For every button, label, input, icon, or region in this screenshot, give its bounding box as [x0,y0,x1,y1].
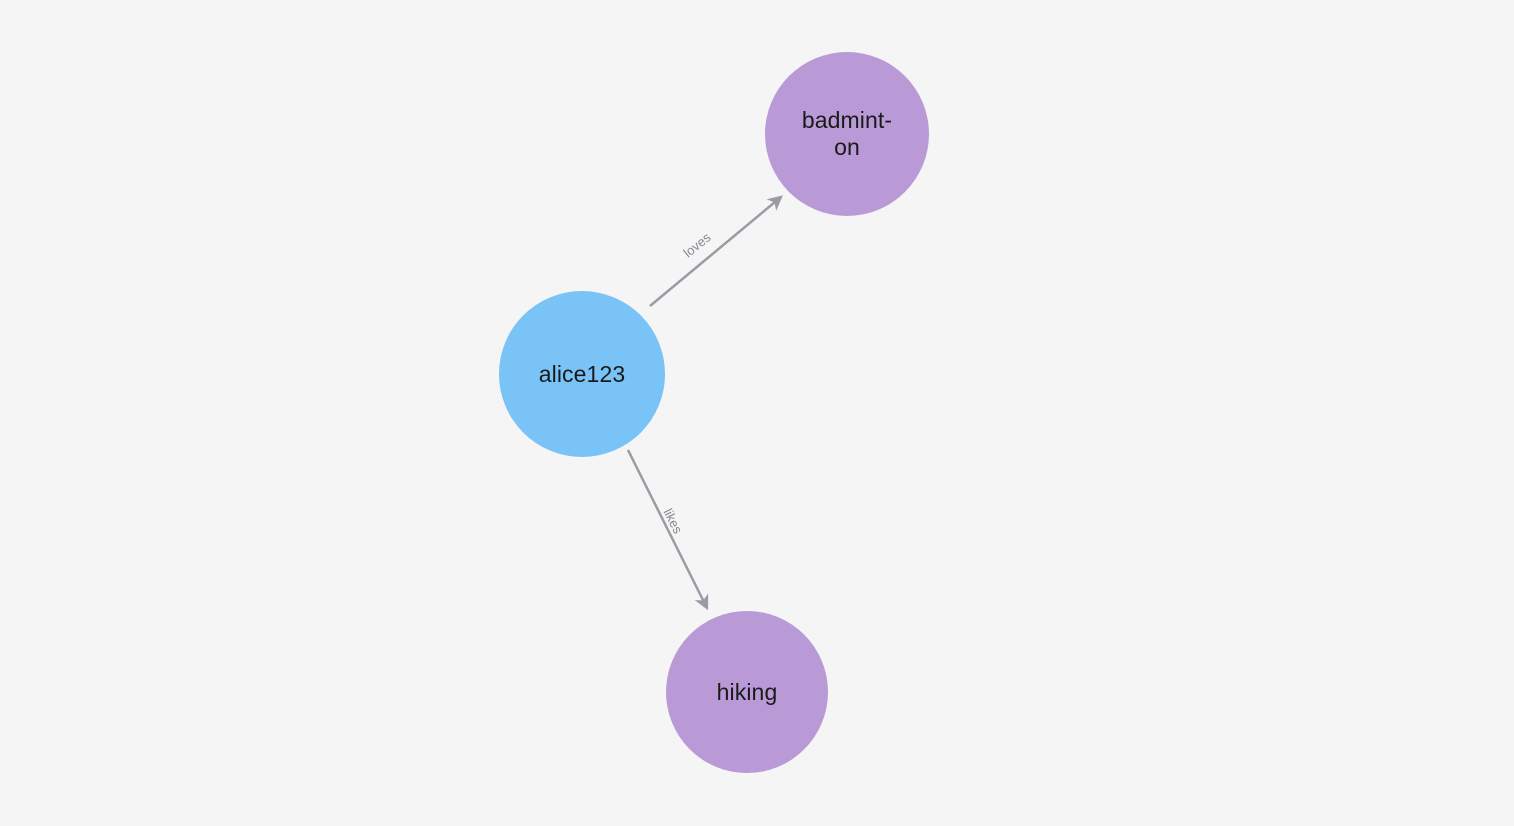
node-label-alice123: alice123 [538,360,626,387]
graph-node-hiking[interactable]: hiking [666,611,828,773]
graph-node-badminton[interactable]: badmint- on [765,52,929,216]
edge-alice123-loves-badminton[interactable] [649,195,783,307]
graph-node-alice123[interactable]: alice123 [499,291,665,457]
node-label-badminton: badmint- on [801,107,893,160]
edge-alice123-likes-hiking[interactable] [626,449,709,611]
node-label-hiking: hiking [716,678,778,705]
